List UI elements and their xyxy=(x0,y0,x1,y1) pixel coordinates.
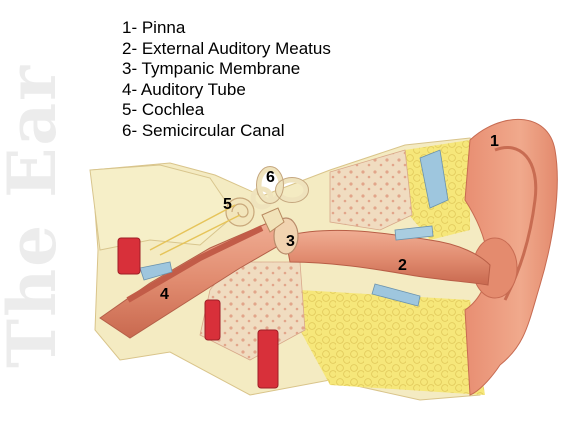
callout-2: 2 xyxy=(398,257,407,274)
callout-4: 4 xyxy=(160,286,169,303)
legend-item-cochlea: 5- Cochlea xyxy=(122,100,205,119)
external-auditory-meatus xyxy=(284,229,491,286)
callout-1: 1 xyxy=(490,133,499,150)
legend: 1- Pinna 2- External Auditory Meatus 3- … xyxy=(122,18,331,141)
legend-item-semicircular-canal: 6- Semicircular Canal xyxy=(122,120,285,140)
legend-item-auditory-tube: 4- Auditory Tube xyxy=(122,79,246,99)
nerve-blue-2 xyxy=(371,283,421,307)
callout-5: 5 xyxy=(223,196,232,213)
nerve-blue-4 xyxy=(419,149,449,209)
legend-item-pinna: 1- Pinna xyxy=(122,18,186,37)
vessel-lower xyxy=(204,299,221,341)
nerve-fibers-2 xyxy=(159,214,241,256)
tympanic-membrane xyxy=(273,217,299,255)
fatty-tissue xyxy=(300,290,485,395)
artery-left xyxy=(117,237,141,275)
petrous-bone xyxy=(89,164,236,251)
callout-3: 3 xyxy=(286,233,295,250)
semicircular-canals xyxy=(250,166,309,210)
nerve-blue-1 xyxy=(139,261,173,281)
ossicles xyxy=(261,207,285,233)
nerve-blue-3 xyxy=(394,225,434,241)
legend-item-external-auditory-meatus: 2- External Auditory Meatus xyxy=(122,38,331,58)
nerve-fibers xyxy=(149,204,236,251)
legend-item-tympanic-membrane: 3- Tympanic Membrane xyxy=(122,59,301,78)
callout-6: 6 xyxy=(266,169,275,186)
auditory-tube-band xyxy=(126,225,264,303)
mastoid-bone xyxy=(329,149,413,231)
artery-bottom xyxy=(257,329,279,389)
